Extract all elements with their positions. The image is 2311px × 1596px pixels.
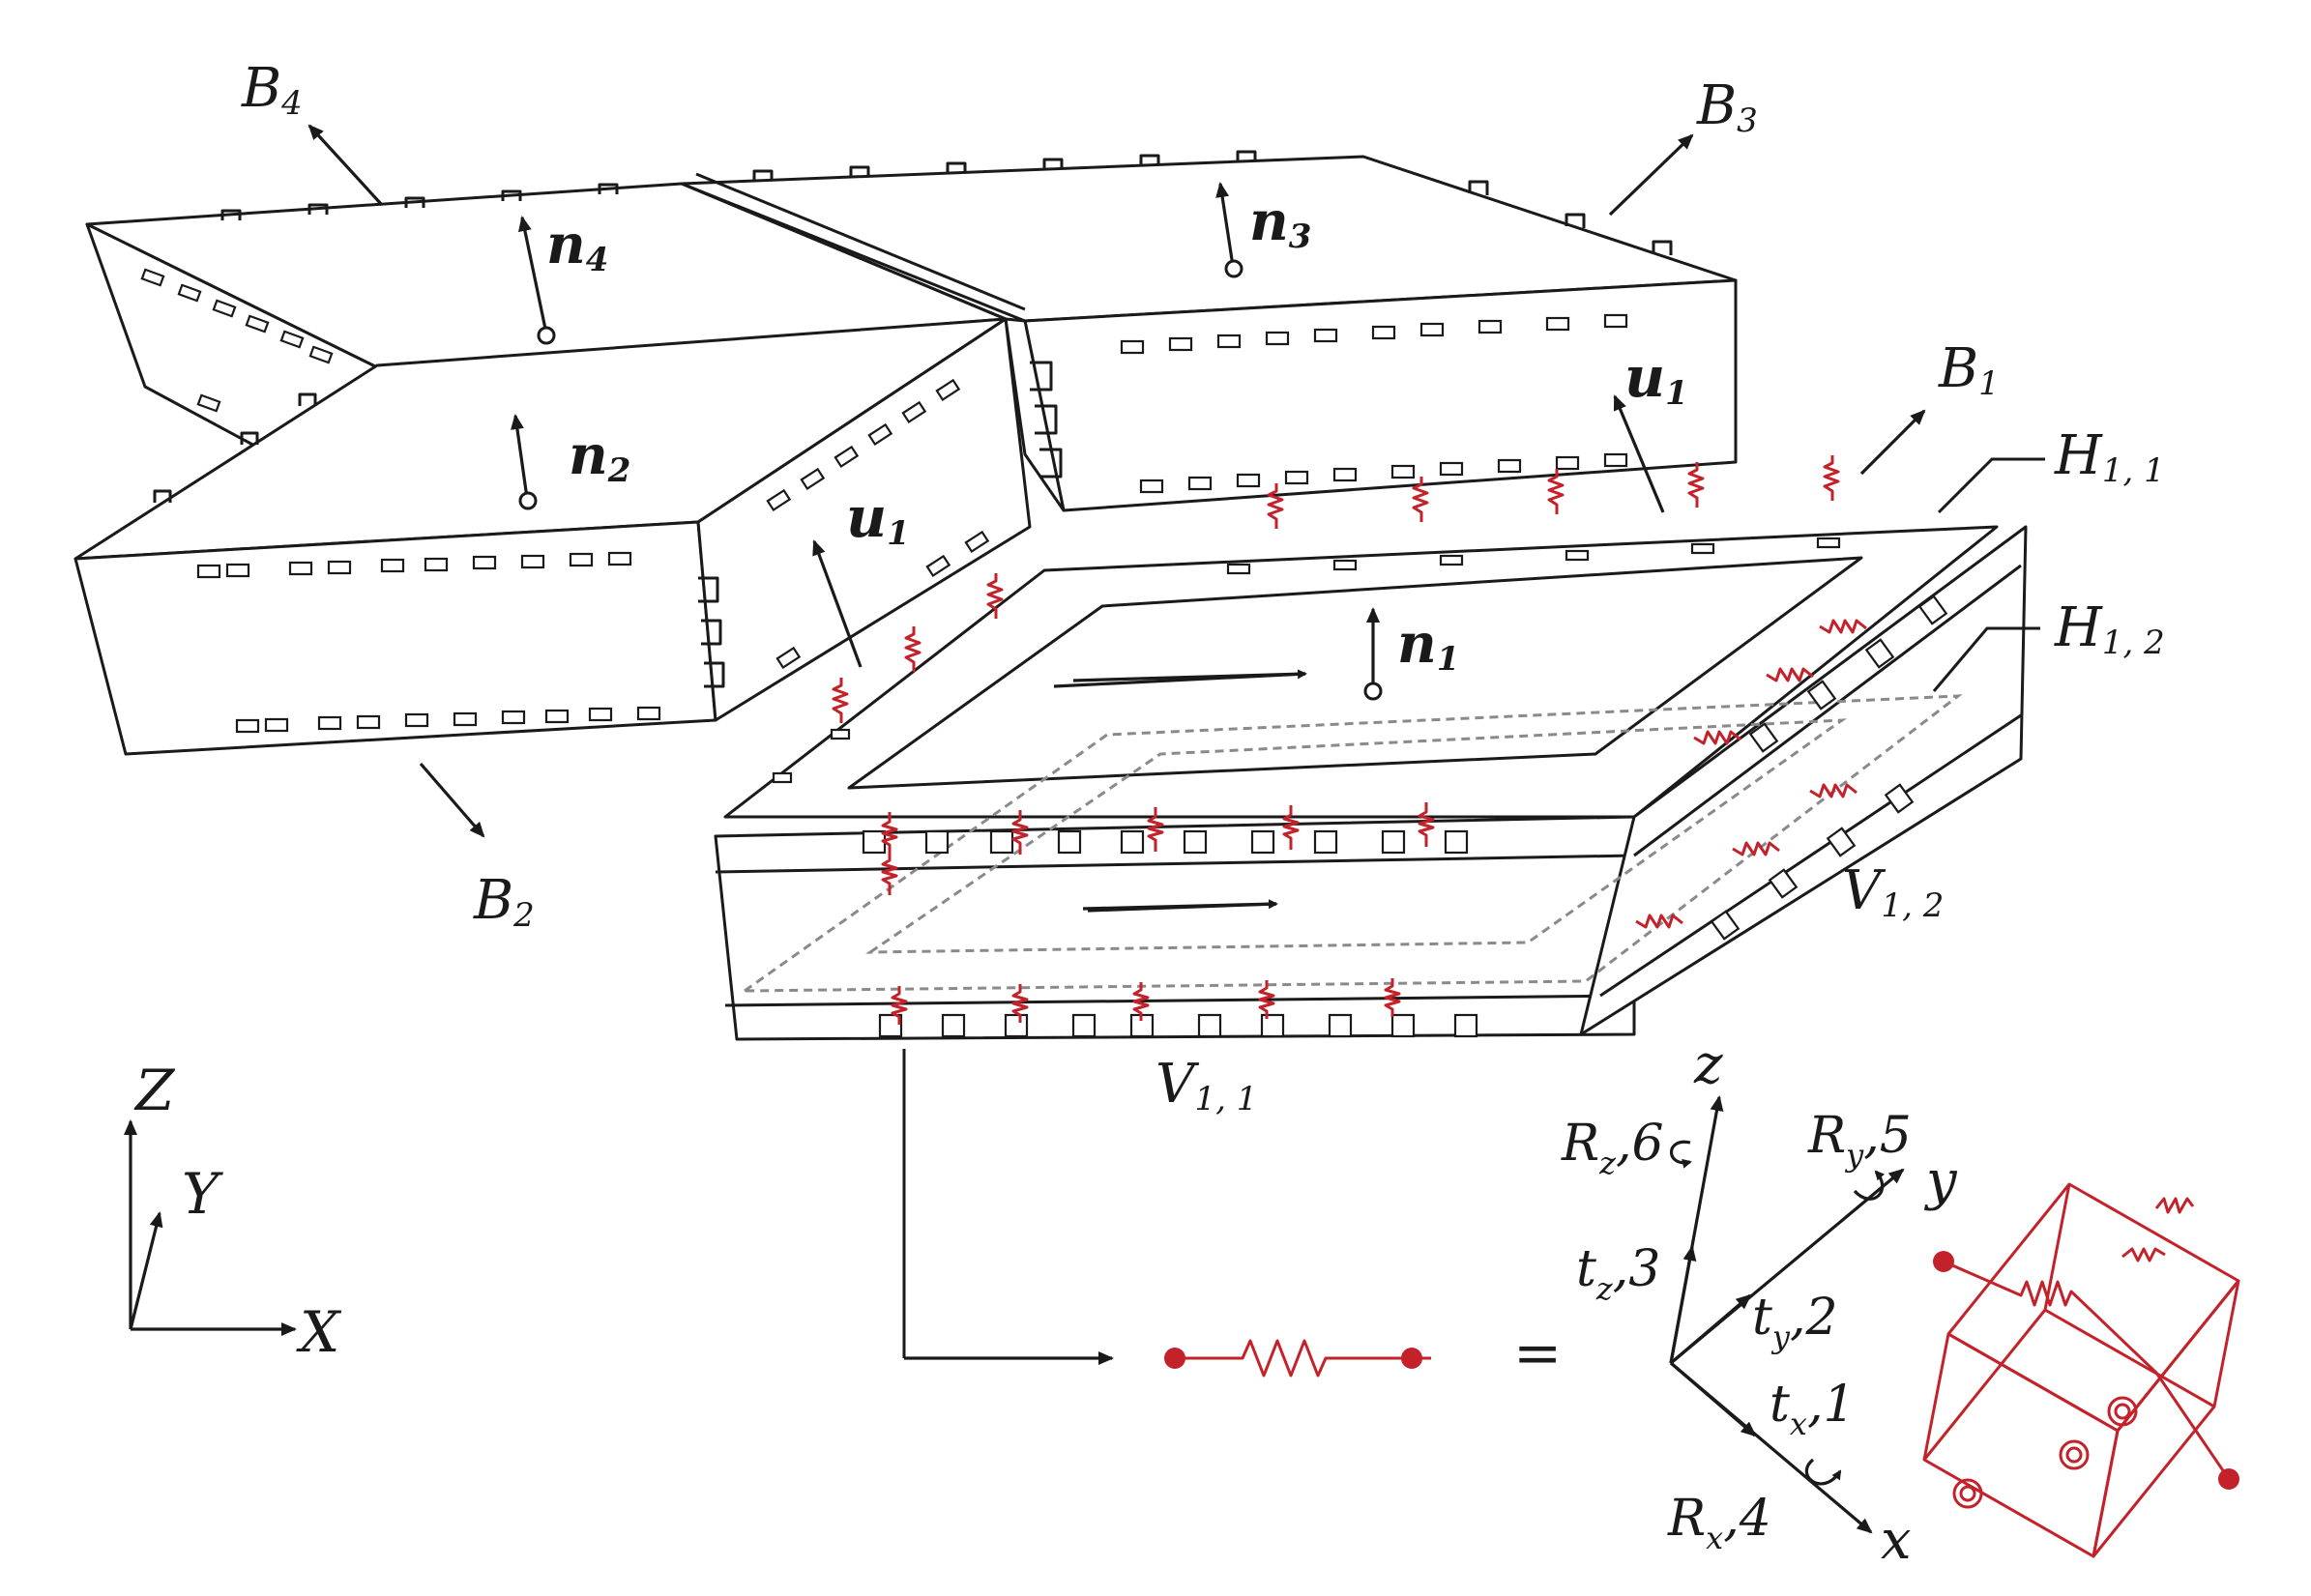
arrow-icon-b3: [1608, 133, 1694, 217]
label-b4: B4: [241, 57, 303, 123]
displacement-arrow-u1-left: [812, 539, 863, 668]
spring-icon: [1164, 1339, 1431, 1378]
spring-element-3d: [1922, 1182, 2240, 1558]
spring-leader: [902, 1049, 1114, 1365]
block-b1: [714, 525, 2028, 1041]
label-b1: B1: [1938, 337, 2000, 403]
label-rz-6: Rz,6: [1561, 1115, 1664, 1181]
local-axis-z: z: [1693, 1033, 1723, 1096]
leader-h12: [1932, 626, 2040, 692]
label-u1-left: u1: [846, 484, 910, 553]
label-ry-5: Ry,5: [1807, 1107, 1912, 1174]
label-n3: n3: [1249, 189, 1311, 256]
normal-arrow-n4: [518, 216, 556, 345]
label-b3: B3: [1696, 74, 1758, 140]
label-v11: V1, 1: [1156, 1053, 1257, 1118]
label-tx-1: tx,1: [1770, 1376, 1856, 1442]
normal-arrow-n3: [1215, 182, 1243, 278]
label-rx-4: Rx,4: [1667, 1490, 1771, 1556]
axis-label-y: Y: [182, 1161, 223, 1227]
label-tz-3: tz,3: [1576, 1240, 1660, 1307]
label-b2: B2: [473, 869, 535, 935]
local-axes: z y x Rz,6 Ry,5 tz,3 ty,2 tx,1 Rx,4: [1561, 1033, 1958, 1572]
label-h11: H1, 1: [2054, 424, 2165, 490]
block-b2: [73, 317, 1032, 756]
arrow-icon-b1: [1859, 409, 1926, 476]
displacement-arrow-u1-right: [1613, 394, 1665, 513]
equals-sign: =: [1513, 1320, 1562, 1387]
label-n2: n2: [569, 423, 630, 490]
rotation-arrow-icon-z: [1669, 1140, 1692, 1169]
rotation-arrow-icon-y: [1853, 1170, 1886, 1201]
label-ty-2: ty,2: [1752, 1289, 1838, 1355]
interface-springs: [832, 455, 1867, 1025]
label-v12: V1, 2: [1842, 859, 1944, 925]
label-n1: n1: [1397, 612, 1459, 679]
block-b4: [85, 172, 1026, 456]
label-h12: H1, 2: [2054, 596, 2165, 662]
label-n4: n4: [546, 213, 608, 279]
rotation-arrow-icon-x: [1804, 1458, 1842, 1486]
axis-label-z: Z: [133, 1058, 176, 1123]
arrow-icon-b4: [307, 124, 384, 207]
block-b3: [680, 150, 1738, 512]
label-u1-right: u1: [1624, 344, 1688, 413]
arrow-icon-b2: [419, 762, 485, 838]
axis-label-x: X: [296, 1299, 342, 1365]
local-axis-y: y: [1923, 1149, 1958, 1212]
normal-arrow-n1: [1363, 607, 1383, 701]
local-axis-x: x: [1881, 1509, 1912, 1572]
global-axes: Z Y X: [124, 1058, 342, 1365]
leader-h11: [1937, 457, 2045, 514]
normal-arrow-n2: [511, 414, 538, 510]
